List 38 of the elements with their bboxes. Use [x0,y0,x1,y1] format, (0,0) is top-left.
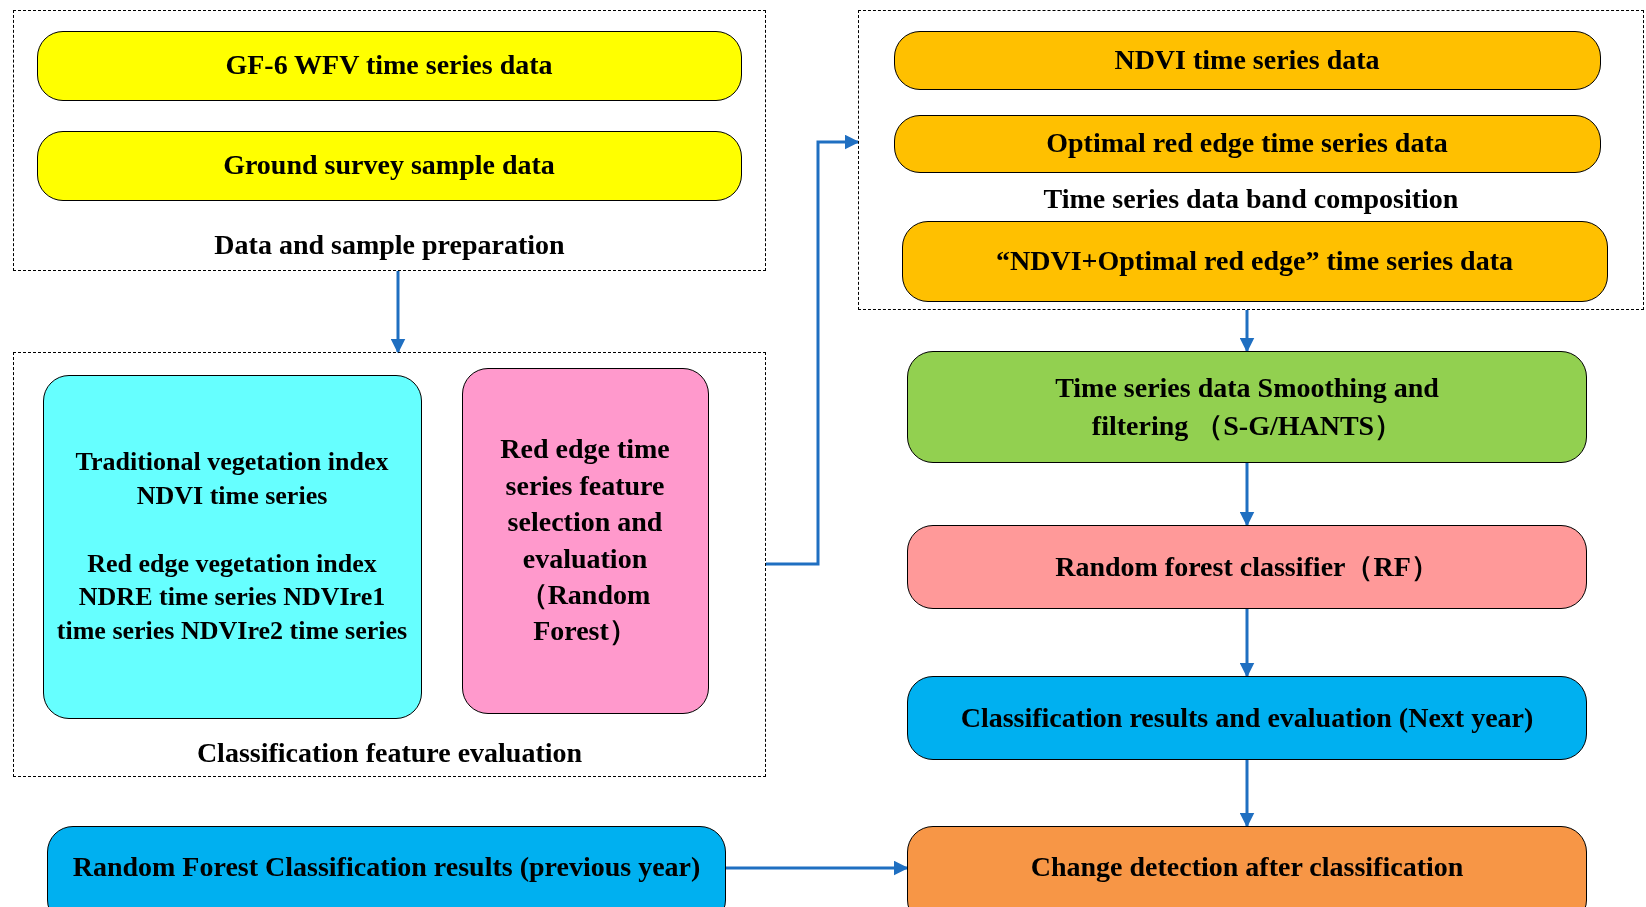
box-label: Change detection after classification [1030,849,1464,884]
box-label: Time series data Smoothing and filtering （S-G/HANTS） [1054,371,1440,443]
box-label: Classification results and evaluation (Next year) [960,701,1534,736]
process-box [36,130,742,201]
process-box [907,351,1587,463]
arrow [726,860,909,876]
arrow [390,271,406,354]
process-box [907,676,1587,760]
group-title: Data and sample preparation [213,229,566,261]
box-label: Random forest classifier（RF） [1055,549,1439,584]
box-label: Traditional vegetation index NDVI time series [74,446,390,512]
group-title: Time series data band composition [1042,183,1460,215]
box-label: Ground survey sample data [223,148,555,183]
group-title: Classification feature evaluation [195,737,584,769]
process-box [901,220,1608,302]
process-box [47,826,726,907]
box-label: NDVI time series data [1114,42,1380,77]
dashed-group-frame [13,352,766,777]
dashed-group-frame [858,10,1644,310]
process-box [42,374,422,719]
box-label: “NDVI+Optimal red edge” time series data [996,244,1513,279]
arrow [766,134,860,566]
box-label: Optimal red edge time series data [1046,126,1448,161]
process-box [36,30,742,101]
arrow [1239,310,1255,353]
process-box [893,30,1601,90]
box-label: Red edge time series feature selection and evaluation （Random Forest） [499,432,671,649]
process-box [461,367,709,714]
process-box [893,114,1601,173]
dashed-group-frame [13,10,766,271]
box-label: Red edge vegetation index NDRE time series NDVIre1 time series NDVIre2 time series [55,547,409,648]
box-label: GF-6 WFV time series data [225,48,553,83]
process-box [907,525,1587,609]
arrow [1239,609,1255,678]
arrow [1239,760,1255,828]
arrow [1239,463,1255,527]
box-label: Random Forest Classification results (previous year) [72,850,701,885]
process-box [907,826,1587,907]
